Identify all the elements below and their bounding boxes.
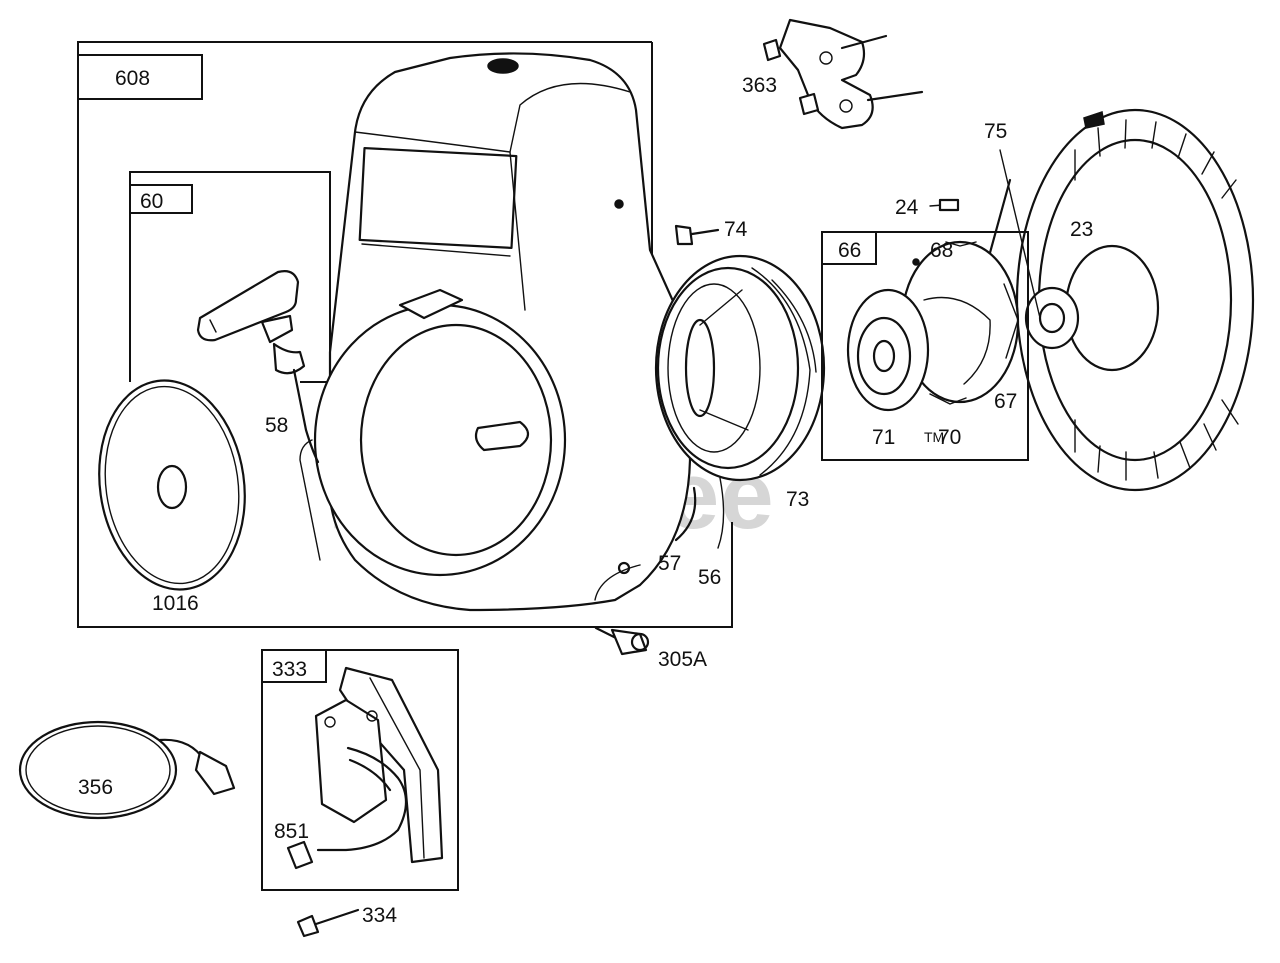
kit-333-box [261, 649, 459, 891]
callout-labels: 608 60 58 1016 363 74 75 24 23 66 68 67 … [78, 67, 1093, 927]
callout-57: 57 [658, 552, 681, 575]
callout-23: 23 [1070, 218, 1093, 241]
callout-363: 363 [742, 74, 777, 97]
bracket-363 [762, 18, 924, 130]
trademark-mark: TM [924, 429, 944, 445]
kit-608-box [77, 41, 733, 628]
callout-24: 24 [895, 196, 919, 219]
kit-60-box [129, 171, 331, 383]
callout-56: 56 [698, 566, 721, 589]
callout-305a: 305A [658, 648, 707, 671]
callout-333: 333 [272, 658, 307, 681]
kit-66-box [821, 231, 1029, 461]
starter-handle [196, 270, 320, 464]
callout-58: 58 [265, 414, 288, 437]
callout-851: 851 [274, 820, 309, 843]
callout-356: 356 [78, 776, 113, 799]
starter-clutch [846, 240, 1020, 412]
callout-68: 68 [930, 239, 953, 262]
callout-75: 75 [984, 120, 1007, 143]
rewind-spring-pulley [654, 254, 826, 549]
armature [286, 666, 444, 870]
callout-1016: 1016 [152, 592, 199, 615]
bolt-74 [674, 224, 720, 246]
flywheel [929, 108, 1255, 492]
callout-60: 60 [140, 190, 163, 213]
callout-74: 74 [724, 218, 748, 241]
callout-71: 71 [872, 426, 895, 449]
blower-housing [299, 52, 692, 612]
callout-73: 73 [786, 488, 809, 511]
callout-67: 67 [994, 390, 1017, 413]
callout-608: 608 [115, 67, 150, 90]
callout-66: 66 [838, 239, 861, 262]
screen-disk [98, 379, 246, 591]
callout-334: 334 [362, 904, 397, 927]
ground-wire [18, 720, 236, 820]
screw-305a [594, 626, 650, 656]
screw-334 [296, 908, 360, 938]
callout-70: 70 [938, 426, 961, 449]
